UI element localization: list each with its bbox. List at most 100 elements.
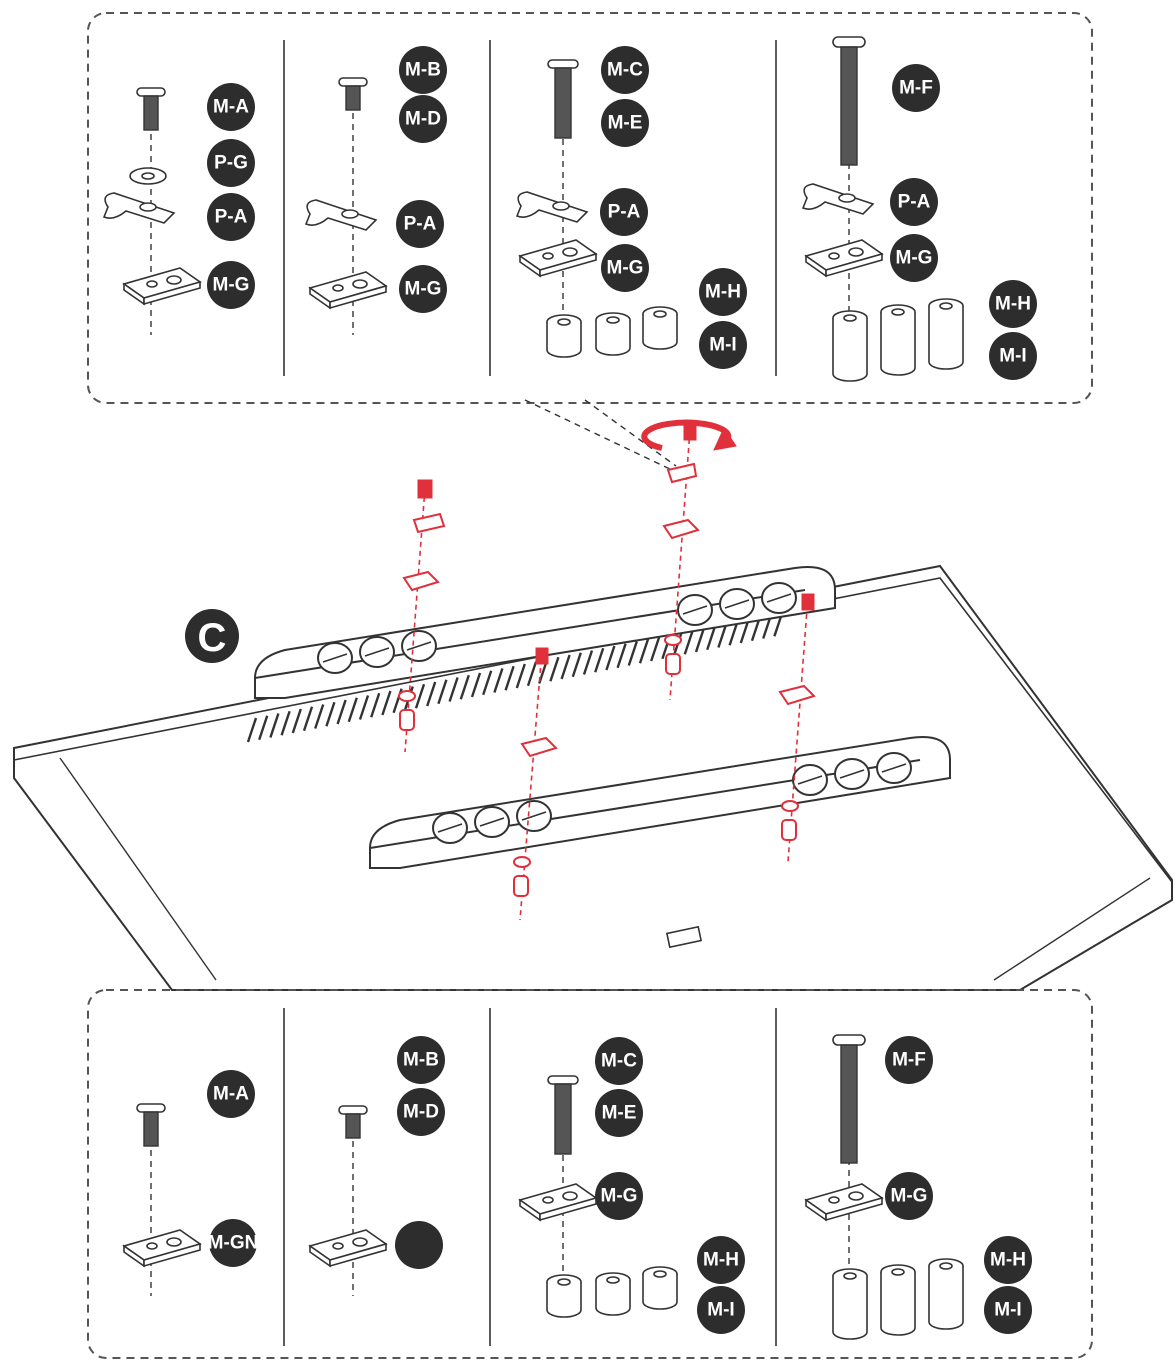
cable-clip-icon [802, 183, 874, 215]
badge-label: M-C [607, 60, 643, 81]
vent-slot [336, 699, 347, 725]
screw-icon [547, 59, 579, 139]
top-group-3-parts [516, 59, 678, 358]
badge-label: P-A [215, 207, 248, 228]
step-badge: C [185, 609, 239, 663]
vent-slot [314, 704, 325, 729]
badge-label: M-A [213, 1084, 249, 1105]
screw-icon [535, 647, 549, 665]
cable-clip-icon [412, 512, 446, 534]
bottom-group-1-parts [123, 1103, 201, 1296]
plate-icon [805, 1183, 883, 1221]
badge-label: P-G [214, 153, 248, 174]
vent-slot [470, 672, 482, 698]
screw-icon [683, 423, 697, 441]
vent-slot [694, 627, 706, 653]
vent-slots [246, 611, 784, 743]
badge-label: M-E [602, 1103, 637, 1124]
vent-slot [616, 643, 627, 669]
badge-label: M-GN [208, 1233, 259, 1254]
screw-icon [801, 593, 815, 611]
screw-icon [417, 479, 433, 499]
spacer-icon [595, 312, 631, 356]
plate-icon [123, 267, 201, 305]
spacer-icon [880, 1264, 916, 1336]
cable-clip-icon [103, 192, 175, 224]
badge-label: M-G [891, 1186, 928, 1207]
vent-slot [493, 668, 504, 693]
vent-slot [291, 708, 302, 734]
vent-slot [381, 690, 392, 716]
vent-slot [347, 697, 358, 723]
vent-slot [280, 710, 291, 736]
vent-slot [526, 661, 538, 687]
vent-slot [706, 625, 717, 651]
screw-icon [338, 1105, 368, 1139]
badge-label: M-C [601, 1051, 637, 1072]
vent-slot [437, 679, 448, 705]
spacer-icon [595, 1272, 631, 1316]
vent-slot [370, 692, 381, 718]
badge-label: M-H [995, 294, 1031, 315]
badge-label: M-D [403, 1102, 439, 1123]
spacer-icon [832, 310, 868, 382]
vent-slot [549, 656, 560, 682]
plate-icon [662, 518, 700, 540]
vent-slot [426, 681, 437, 707]
spacer-icon [665, 653, 681, 675]
vent-slot [459, 674, 470, 700]
badge-label: M-G [896, 248, 933, 269]
vent-slot [504, 665, 515, 691]
bottom-group-2-parts [309, 1105, 387, 1296]
top-badges: M-A P-G P-A M-G M-B M-D P-A M-G M-C M-E … [207, 46, 1037, 380]
badge-label: M-G [213, 275, 250, 296]
red-hardware [398, 419, 816, 921]
badge-label: M-D [405, 109, 441, 130]
screw-icon [547, 1075, 579, 1155]
spacer-icon [546, 1274, 582, 1318]
washer-icon [781, 800, 799, 812]
badge-label: M-I [709, 335, 736, 356]
vent-slot [638, 638, 650, 664]
screw-icon [136, 87, 166, 131]
top-group-1-parts [103, 87, 201, 335]
washer-icon [513, 856, 531, 868]
badge-label: M-I [707, 1300, 734, 1321]
badge-label: M-G [405, 279, 442, 300]
plate-icon [778, 684, 816, 706]
spacer-icon [880, 304, 916, 376]
plate-icon [309, 1229, 387, 1267]
cable-clip-icon [305, 199, 377, 231]
spacer-icon [513, 875, 529, 897]
badge-label: M-H [703, 1250, 739, 1271]
spacer-icon [546, 314, 582, 358]
top-detail-panel: M-A P-G P-A M-G M-B M-D P-A M-G M-C M-E … [87, 12, 1093, 404]
bottom-group-3-parts [519, 1075, 678, 1318]
cable-clip-icon [666, 462, 698, 484]
lower-rail [369, 735, 951, 869]
vent-slot [683, 629, 694, 655]
vent-slot [650, 636, 661, 662]
vent-slot [571, 652, 582, 678]
plate-icon [520, 736, 558, 758]
vent-slot [258, 715, 269, 741]
bottom-badges: M-A M-GN M-B M-D M-C M-E M-G M-H M-I M-F… [207, 1036, 1032, 1334]
top-group-4-parts [802, 36, 964, 382]
washer-icon [398, 690, 416, 702]
bottom-detail-panel: M-A M-GN M-B M-D M-C M-E M-G M-H M-I M-F… [87, 989, 1093, 1359]
vent-slot [515, 663, 526, 689]
vent-slot [717, 623, 728, 648]
badge-label: M-G [607, 258, 644, 279]
vent-slot [269, 713, 280, 738]
vent-slot [594, 647, 605, 673]
plate-icon [402, 570, 440, 592]
spacer-icon [642, 1266, 678, 1310]
badge-label: M-H [705, 282, 741, 303]
screw-icon [136, 1103, 166, 1147]
vent-slot [325, 701, 336, 727]
vent-slot [358, 695, 370, 720]
spacer-icon [781, 819, 797, 841]
vent-slot [627, 641, 638, 666]
plate-icon [519, 1183, 597, 1221]
